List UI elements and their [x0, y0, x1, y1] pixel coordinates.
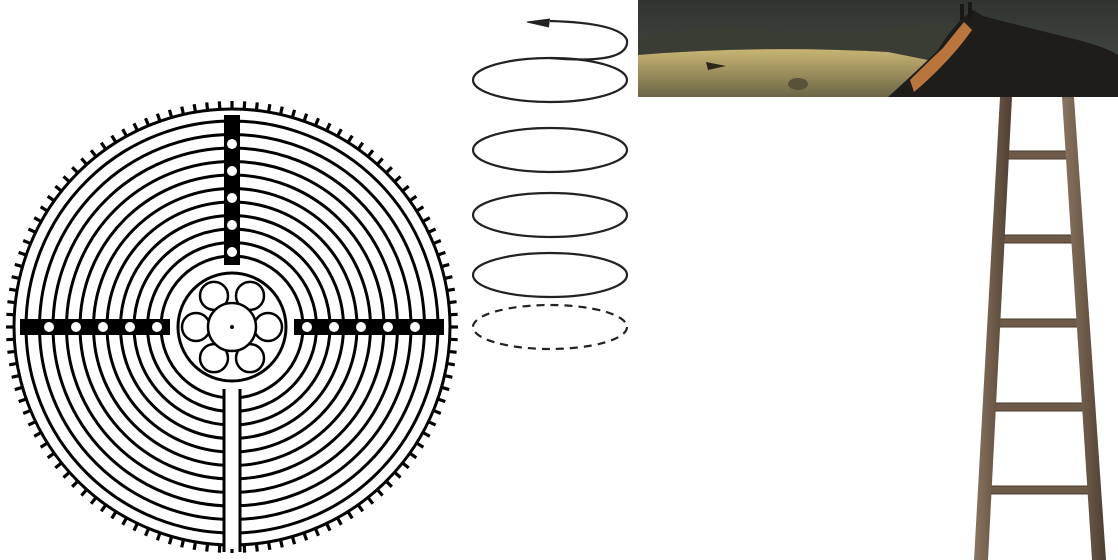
ladder-icon — [960, 97, 1118, 560]
spiral-arrow-icon — [455, 5, 640, 370]
ladder-figure — [960, 97, 1118, 560]
labyrinth-rosette — [178, 273, 286, 381]
landscape-painting — [638, 0, 1118, 97]
spiral-arrow-figure — [455, 5, 640, 370]
landscape-image — [638, 0, 1118, 97]
labyrinth-figure — [0, 95, 470, 560]
arrow-head-icon — [527, 19, 550, 27]
labyrinth-icon — [0, 95, 470, 560]
